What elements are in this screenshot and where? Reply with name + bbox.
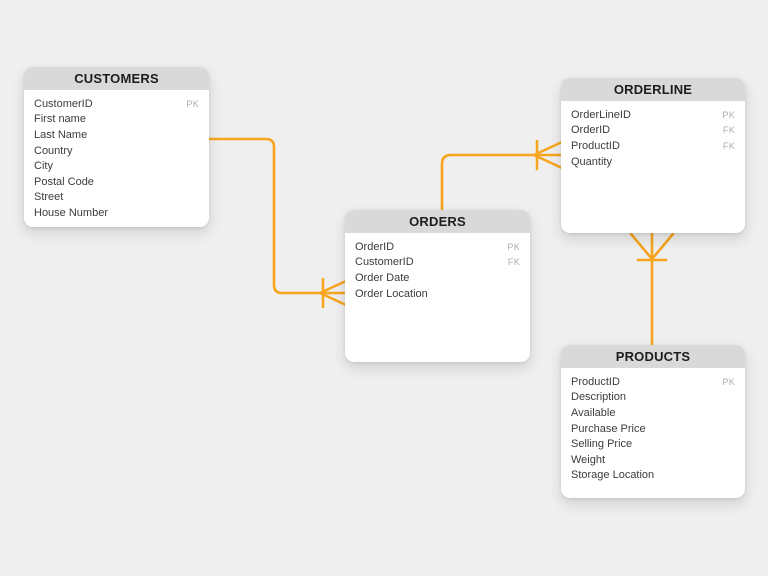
crows-foot-icon	[629, 232, 675, 261]
table-title: ORDERLINE	[613, 82, 693, 97]
key-badge: FK	[722, 125, 735, 136]
field-row[interactable]: Postal Code	[34, 174, 199, 190]
key-badge: FK	[722, 140, 735, 151]
field-row[interactable]: OrderLineID PK	[571, 107, 735, 123]
field-row[interactable]: Country	[34, 143, 199, 159]
field-row[interactable]: Purchase Price	[571, 421, 735, 437]
crows-foot-icon	[318, 279, 348, 307]
field-name: Weight	[571, 453, 606, 466]
field-row[interactable]: Order Location	[355, 286, 520, 302]
field-name: ProductID	[571, 139, 620, 152]
field-row[interactable]: OrderID PK	[355, 239, 520, 255]
field-row[interactable]: OrderID FK	[571, 123, 735, 139]
field-row[interactable]: First name	[34, 112, 199, 128]
key-badge: FK	[507, 257, 520, 268]
entity-table-orderline[interactable]: ORDERLINE OrderLineID PK OrderID FK Prod…	[561, 78, 745, 233]
field-name: OrderID	[355, 240, 395, 253]
field-name: CustomerID	[34, 97, 93, 110]
field-row[interactable]: City	[34, 158, 199, 174]
entity-table-products[interactable]: PRODUCTS ProductID PK Description Availa…	[561, 345, 745, 498]
field-row[interactable]: CustomerID PK	[34, 96, 199, 112]
entity-table-orders[interactable]: ORDERS OrderID PK CustomerID FK Order Da…	[345, 210, 530, 362]
field-row[interactable]: Last Name	[34, 127, 199, 143]
field-name: Order Location	[355, 287, 428, 300]
table-header[interactable]: ORDERS	[345, 210, 530, 233]
field-name: CustomerID	[355, 256, 414, 269]
field-name: ProductID	[571, 375, 620, 388]
field-row[interactable]: Available	[571, 405, 735, 421]
field-list: OrderLineID PK OrderID FK ProductID FK Q…	[561, 101, 745, 169]
field-row[interactable]: House Number	[34, 205, 199, 221]
field-row[interactable]: CustomerID FK	[355, 255, 520, 271]
field-name: OrderLineID	[571, 108, 631, 121]
field-row[interactable]: Street	[34, 190, 199, 206]
field-name: OrderID	[571, 124, 611, 137]
field-name: Street	[34, 191, 64, 204]
field-name: Storage Location	[571, 469, 655, 482]
field-row[interactable]: Storage Location	[571, 468, 735, 484]
field-name: Purchase Price	[571, 422, 646, 435]
field-name: Order Date	[355, 271, 410, 284]
field-row[interactable]: Quantity	[571, 154, 735, 170]
key-badge: PK	[507, 241, 520, 252]
field-list: CustomerID PK First name Last Name Count…	[24, 90, 209, 221]
key-badge: PK	[722, 376, 735, 387]
field-name: Available	[571, 406, 616, 419]
field-row[interactable]: Weight	[571, 452, 735, 468]
key-badge: PK	[722, 109, 735, 120]
field-list: ProductID PK Description Available Purch…	[561, 368, 745, 483]
entity-table-customers[interactable]: CUSTOMERS CustomerID PK First name Last …	[24, 67, 209, 227]
table-title: ORDERS	[409, 214, 466, 229]
field-list: OrderID PK CustomerID FK Order Date Orde…	[345, 233, 530, 301]
field-name: Country	[34, 144, 73, 157]
field-name: Last Name	[34, 128, 88, 141]
field-row[interactable]: ProductID FK	[571, 138, 735, 154]
key-badge: PK	[186, 98, 199, 109]
relationship-line	[207, 137, 347, 295]
field-row[interactable]: ProductID PK	[571, 374, 735, 390]
relationship-customers-orders[interactable]	[207, 137, 348, 309]
field-name: Selling Price	[571, 438, 633, 451]
field-row[interactable]: Description	[571, 390, 735, 406]
field-name: First name	[34, 113, 86, 126]
table-title: CUSTOMERS	[74, 71, 159, 86]
field-name: City	[34, 160, 53, 173]
field-name: Quantity	[571, 155, 612, 168]
relationship-orders-orderline[interactable]	[440, 139, 564, 213]
table-title: PRODUCTS	[615, 349, 691, 364]
field-name: House Number	[34, 206, 108, 219]
table-header[interactable]: CUSTOMERS	[24, 67, 209, 90]
crows-foot-icon	[532, 140, 564, 170]
table-header[interactable]: PRODUCTS	[561, 345, 745, 368]
table-header[interactable]: ORDERLINE	[561, 78, 745, 101]
relationship-line	[440, 153, 563, 213]
relationship-products-orderline[interactable]	[629, 231, 675, 348]
field-name: Description	[571, 391, 627, 404]
field-name: Postal Code	[34, 175, 94, 188]
field-row[interactable]: Selling Price	[571, 436, 735, 452]
field-row[interactable]: Order Date	[355, 270, 520, 286]
